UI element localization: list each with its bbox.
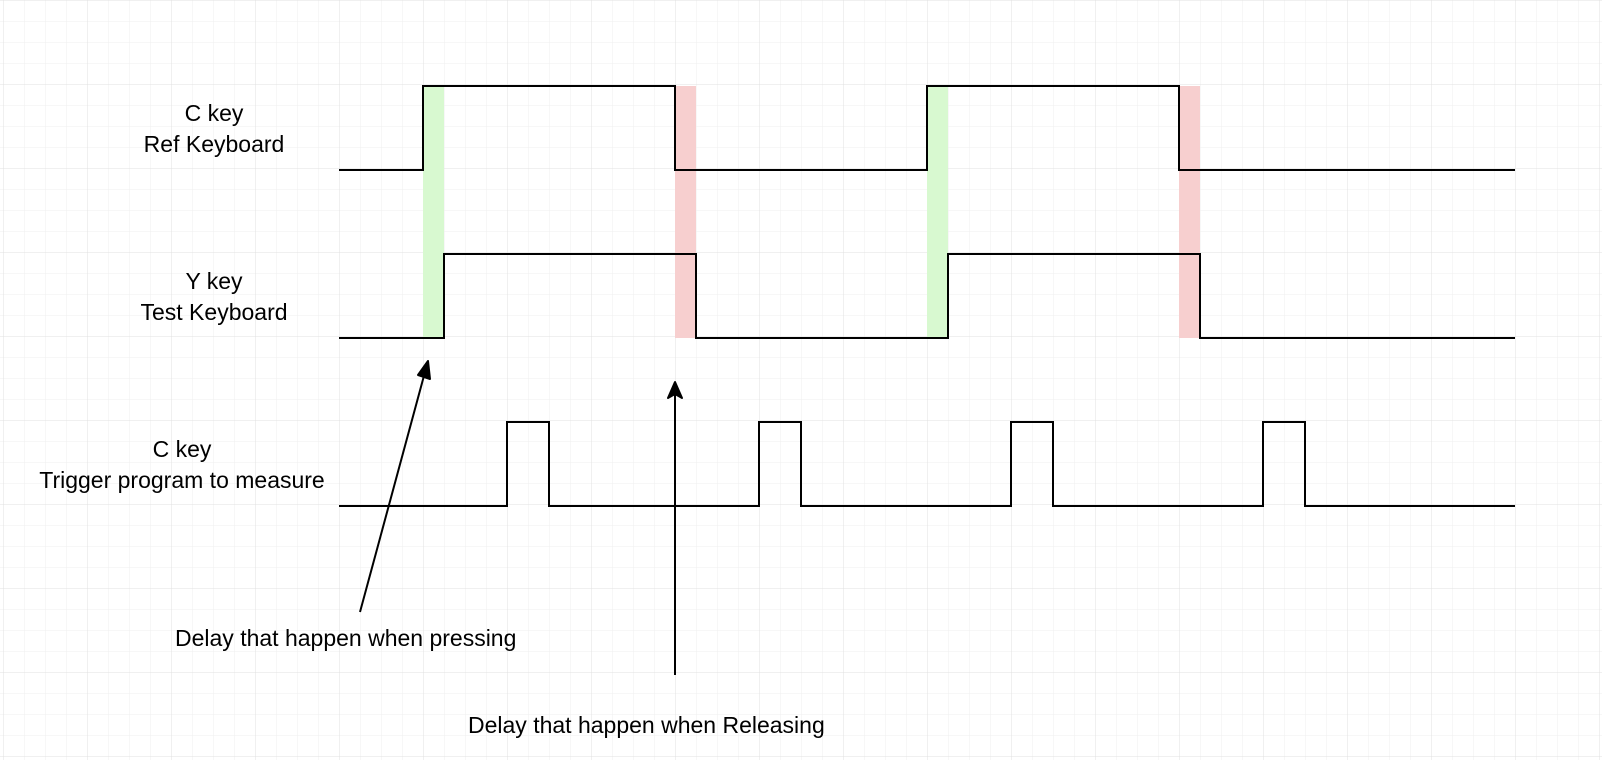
press-delay-annotation: Delay that happen when pressing bbox=[175, 625, 517, 651]
ref-keyboard-waveform bbox=[339, 85, 1515, 171]
release-delay-arrowhead bbox=[667, 381, 683, 399]
press-delay-arrow-line bbox=[359, 371, 426, 613]
ref-device-name: Ref Keyboard bbox=[143, 131, 285, 157]
release-delay-band bbox=[675, 86, 696, 338]
release-delay-band bbox=[1179, 86, 1200, 338]
trigger-waveform bbox=[339, 421, 1515, 507]
press-delay-band bbox=[423, 86, 444, 338]
trigger-key-name: C key bbox=[152, 436, 212, 462]
release-delay-annotation: Delay that happen when Releasing bbox=[468, 712, 825, 738]
test-key-name: Y key bbox=[185, 268, 243, 294]
trigger-label: C key Trigger program to measure bbox=[20, 434, 344, 496]
trigger-description: Trigger program to measure bbox=[39, 467, 325, 493]
press-delay-arrowhead bbox=[417, 360, 431, 380]
test-device-name: Test Keyboard bbox=[140, 299, 288, 325]
ref-keyboard-label: C key Ref Keyboard bbox=[112, 98, 316, 160]
test-keyboard-label: Y key Test Keyboard bbox=[112, 266, 316, 328]
test-keyboard-waveform bbox=[339, 253, 1515, 339]
press-delay-band bbox=[927, 86, 948, 338]
ref-key-name: C key bbox=[184, 100, 244, 126]
